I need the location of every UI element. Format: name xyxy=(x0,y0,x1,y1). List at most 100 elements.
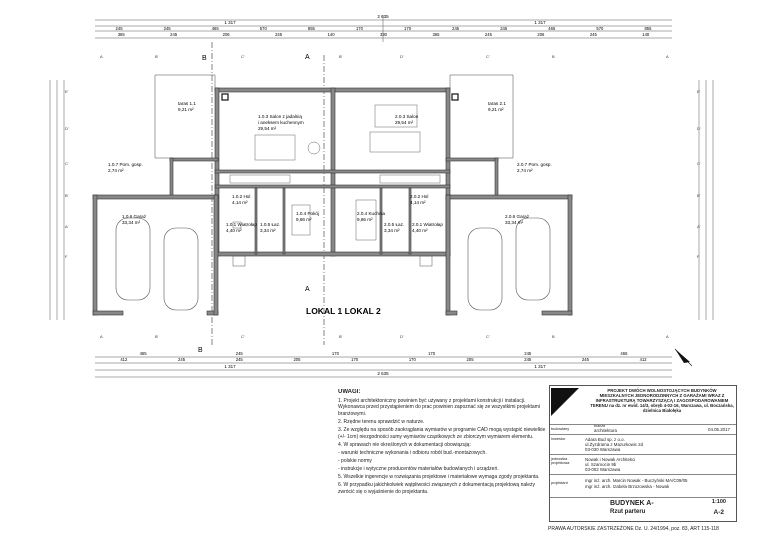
investor-address: ul.Żyzdrama z Mazurkowic 2d xyxy=(585,442,644,447)
svg-text:A': A' xyxy=(65,224,69,229)
dimension-label: 412 xyxy=(120,357,128,362)
dimension-label: 170 xyxy=(404,26,412,31)
svg-text:D': D' xyxy=(400,334,404,339)
svg-text:A: A xyxy=(666,54,669,59)
room-area: 2,74 m² xyxy=(108,168,124,173)
investor-row: Inwestor Adara Bud sp. z o.o. ul.Żyzdram… xyxy=(550,434,736,454)
dimension-label: 170 xyxy=(351,357,359,362)
dimension-label: 245 xyxy=(236,357,244,362)
room-area: 29,54 m² xyxy=(258,126,277,131)
dimension-label: 245 xyxy=(590,32,598,37)
room-area: 9,86 m² xyxy=(296,217,312,222)
dimension-label: 245 xyxy=(524,357,532,362)
room-name: 1.0.5 Łaz. xyxy=(260,222,280,227)
building-walls xyxy=(92,87,573,316)
designer-name: Nowak i Nowak Architekci xyxy=(585,457,636,462)
stage-row: budowlany branża architektura 04.05.2017 xyxy=(550,424,736,434)
room-area: 4,40 m² xyxy=(226,228,242,233)
side-dimension-lines xyxy=(49,80,714,320)
designer-city: 03-002 Warszawa xyxy=(585,467,621,472)
room-area: 2,74 m² xyxy=(517,168,533,173)
dimension-label: 465 xyxy=(140,351,148,356)
svg-text:F: F xyxy=(697,254,700,259)
dimension-label: 206 xyxy=(537,32,545,37)
svg-text:B': B' xyxy=(65,193,69,198)
dimension-label: 245 xyxy=(170,32,178,37)
notes-panel: UWAGI: 1. Projekt architektoniczny powin… xyxy=(338,389,548,529)
dimension-label: 412 xyxy=(640,357,648,362)
sheet-title-building: BUDYNEK A- xyxy=(610,500,654,507)
furniture xyxy=(229,104,441,241)
svg-text:C': C' xyxy=(241,54,245,59)
room-name: 2.0.2 Hol xyxy=(410,194,428,199)
terrace-outlines xyxy=(154,74,514,159)
bottom-half-dimension: 1 317 xyxy=(224,364,236,369)
room-area: 9,21 m² xyxy=(178,107,194,112)
dimension-label: 245 xyxy=(452,26,460,31)
dimension-label: 205 xyxy=(293,357,301,362)
room-name: 1.0.6 Garaż xyxy=(122,214,147,219)
svg-text:C': C' xyxy=(486,54,490,59)
studio-logo xyxy=(551,388,579,416)
lokal-label: LOKAL 1 LOKAL 2 xyxy=(306,306,381,316)
note-item: - instrukcje i wytyczne producentów mate… xyxy=(338,465,499,472)
svg-text:B: B xyxy=(552,334,555,339)
note-item: 6. W przypadku jakichkolwiek wątpliwości… xyxy=(338,482,536,495)
dimension-label: 330 xyxy=(380,32,388,37)
section-label-b-top: B xyxy=(202,55,207,62)
dimension-label: 245 xyxy=(500,26,508,31)
room-area: 9,21 m² xyxy=(488,107,504,112)
svg-text:F: F xyxy=(65,254,68,259)
dimension-label: 245 xyxy=(164,26,172,31)
note-item: 2. Rzędne terenu sprawdzić w naturze. xyxy=(338,418,425,425)
top-half-dimension-right: 1 317 xyxy=(534,20,546,25)
svg-text:B': B' xyxy=(339,54,343,59)
dimension-label: 170 xyxy=(356,26,364,31)
sheet-row: BUDYNEK A- Rzut parteru 1:100 A-2 xyxy=(550,497,736,521)
car-outlines xyxy=(115,217,551,311)
author-label: projektant xyxy=(551,481,568,485)
room-name: 1.0.4 Pokój xyxy=(296,211,319,216)
notes-title: UWAGI: xyxy=(338,389,361,395)
dimension-label: 855 xyxy=(644,26,652,31)
sheet-number: A-2 xyxy=(713,509,724,516)
dimension-label: 855 xyxy=(308,26,316,31)
room-area: 4,40 m² xyxy=(412,228,428,233)
dimension-label: 140 xyxy=(642,32,650,37)
room-area: 29,54 m² xyxy=(395,120,414,125)
notes-list: 1. Projekt architektoniczny powinien być… xyxy=(338,398,548,496)
investor-name: Adara Bud sp. z o.o. xyxy=(585,437,625,442)
dimension-label: 245 xyxy=(524,351,532,356)
room-name: 2.0.7 Pom. gosp. xyxy=(517,162,552,167)
room-name: 2.0.4 Kuchnia xyxy=(357,211,386,216)
svg-text:B': B' xyxy=(155,54,159,59)
bottom-dimension-lines xyxy=(95,356,672,378)
branch-value: architektura xyxy=(594,428,617,433)
bottom-half-dimension-right: 1 317 xyxy=(534,364,546,369)
room-name: 2.0.5 Łaz. xyxy=(384,222,404,227)
top-half-dimension: 1 317 xyxy=(224,20,236,25)
designer-row: jednostka projektowa Nowak i Nowak Archi… xyxy=(550,454,736,474)
note-item: - polskie normy xyxy=(338,457,372,464)
room-area: 33,34 m² xyxy=(122,220,141,225)
room-name: 2.0.1 Wiatrołap xyxy=(412,222,443,227)
author-1: mgr inż. arch. Marcin Nowak - Buczyński … xyxy=(585,478,688,483)
dimension-label: 570 xyxy=(596,26,604,31)
title-block: PROJEKT DWÓCH WOLNOSTOJĄCYCH BUDYNKÓW MI… xyxy=(549,385,737,522)
dimension-label: 365 xyxy=(432,32,440,37)
entrance-steps xyxy=(232,255,433,267)
dimension-label: 170 xyxy=(428,351,436,356)
room-name: taras 2.1 xyxy=(488,101,506,106)
dimension-label: 245 xyxy=(485,32,493,37)
room-area: 4,14 m² xyxy=(232,200,248,205)
svg-text:C': C' xyxy=(241,334,245,339)
dimension-label: 465 xyxy=(548,26,556,31)
investor-label: Inwestor xyxy=(551,437,566,441)
author-2: mgr inż. arch. Izabela Brzozowska - Nowa… xyxy=(585,484,670,489)
top-total-dimension: 2 635 xyxy=(377,14,389,19)
note-item: 4. W sprawach nie określonych w dokument… xyxy=(338,441,471,448)
